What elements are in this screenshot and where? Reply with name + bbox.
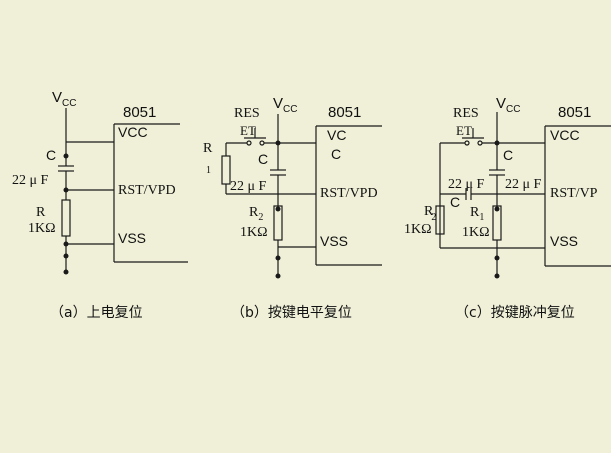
circuit-b: RES VCC 8051 ET VC C RST/VPD VSS R 1 C 2… — [203, 95, 382, 321]
cap-left-value-c: 22 μ F — [448, 177, 485, 192]
cap-top-label-c: C — [503, 147, 513, 163]
node-a4 — [63, 253, 69, 259]
cap-value-a: 22 μ F — [12, 173, 49, 188]
r2-value-c: 1KΩ — [404, 222, 432, 237]
node-b1 — [275, 140, 281, 146]
caption-b: （b）按键电平复位 — [231, 304, 352, 321]
pin-rst-b: RST/VPD — [320, 186, 378, 201]
resistor-a — [61, 199, 71, 237]
node-a3 — [63, 241, 69, 247]
switch-sub-b: ET — [240, 123, 256, 138]
res-label-a: R — [36, 205, 46, 220]
cap-top-value-c: 22 μ F — [505, 177, 542, 192]
pin-vss-a: VSS — [118, 230, 146, 246]
switch-contact-b1 — [246, 140, 252, 146]
switch-contact-c1 — [464, 140, 470, 146]
node-c1 — [494, 140, 500, 146]
cap-left-label-c: C — [450, 194, 460, 210]
cap-value-b: 22 μ F — [230, 179, 267, 194]
vcc-label-c: VCC — [496, 95, 520, 115]
switch-label-c: RES — [453, 106, 479, 121]
node-b2 — [275, 206, 281, 212]
switch-contact-c2 — [477, 140, 483, 146]
vcc-label-b: VCC — [273, 95, 297, 115]
node-a2 — [63, 187, 69, 193]
node-a1 — [63, 153, 69, 159]
node-b4 — [275, 273, 281, 279]
pin-rst-c: RST/VP — [550, 186, 598, 201]
node-c3 — [494, 255, 500, 261]
pin-vcc-a: VCC — [118, 124, 148, 140]
pin-rst-a: RST/VPD — [118, 183, 176, 198]
pin-vss-c: VSS — [550, 233, 578, 249]
r1-label-b: R — [203, 141, 213, 156]
res-value-a: 1KΩ — [28, 221, 56, 236]
pin-vss-b: VSS — [320, 233, 348, 249]
chip-name-b: 8051 — [328, 104, 361, 121]
vcc-label-a: VCC — [52, 89, 76, 109]
r1-value-c: 1KΩ — [462, 225, 490, 240]
switch-label-b: RES — [234, 106, 260, 121]
r2-label-c: R2 — [424, 204, 436, 223]
node-a5 — [63, 269, 69, 275]
r1-label-c: R1 — [470, 205, 484, 223]
resistor-c2 — [435, 205, 445, 235]
resistor-b1 — [221, 155, 231, 185]
switch-contact-b2 — [259, 140, 265, 146]
pin-vcc-b2: C — [331, 146, 341, 162]
caption-c: （c）按键脉冲复位 — [455, 304, 575, 321]
r1-sub-b: 1 — [206, 165, 211, 176]
cap-label-a: C — [46, 147, 56, 163]
node-c4 — [494, 273, 500, 279]
caption-a: （a）上电复位 — [50, 304, 143, 321]
node-b3 — [275, 255, 281, 261]
node-c2 — [494, 206, 500, 212]
pin-vcc-b1: VC — [327, 127, 346, 143]
chip-name-a: 8051 — [123, 104, 156, 121]
circuit-c: RES VCC 8051 ET VCC RST/VP VSS C 22 μ F … — [404, 95, 611, 321]
r2-value-b: 1KΩ — [240, 225, 268, 240]
cap-label-b: C — [258, 151, 268, 167]
switch-sub-c: ET — [456, 123, 472, 138]
pin-vcc-c: VCC — [550, 127, 580, 143]
circuit-a: VCC 8051 VCC RST/VPD VSS C 22 μ F R 1KΩ … — [12, 89, 188, 321]
r2-label-b: R2 — [249, 205, 263, 223]
chip-name-c: 8051 — [558, 104, 591, 121]
